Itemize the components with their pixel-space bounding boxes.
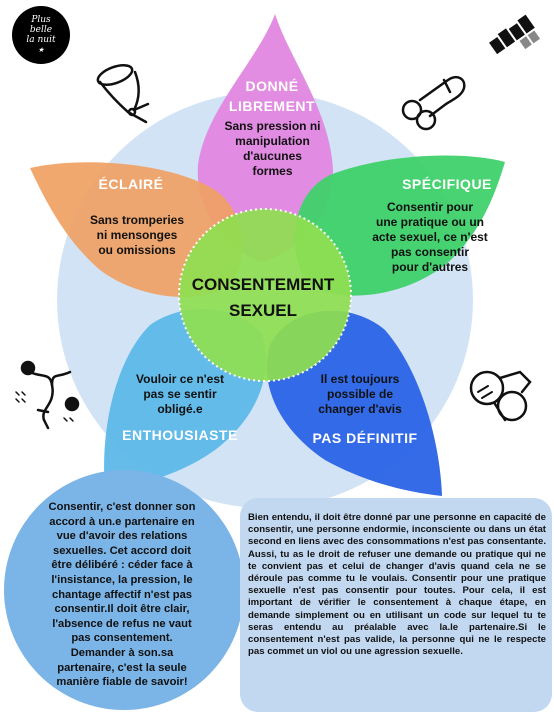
speculum-icon xyxy=(96,64,150,124)
text-line: accord à un.e partenaire en xyxy=(49,515,195,528)
text-line: manipulation xyxy=(235,134,310,148)
center-circle xyxy=(179,209,351,381)
text-line: vue d'avoir des relations xyxy=(56,530,188,543)
logo-line-2: belle xyxy=(29,25,53,35)
title-pas-definitif: PAS DÉFINITIF xyxy=(312,430,418,446)
text-line: acte sexuel, ce n'est xyxy=(372,230,488,244)
text-line: chantage affectif n'est pas xyxy=(51,588,193,601)
bottom-left-text: Consentir, c'est donner son accord à un.… xyxy=(22,500,222,690)
vibrator-icon xyxy=(401,76,466,131)
text-pas-definitif: Il est toujours possible de changer d'av… xyxy=(300,372,420,417)
text-eclaire: Sans tromperies ni mensonges ou omission… xyxy=(72,213,202,258)
text-line: formes xyxy=(252,164,293,178)
title-specifique: SPÉCIFIQUE xyxy=(402,176,492,192)
text-line: pas consentir xyxy=(390,245,470,259)
title-donne-line2: LIBREMENT xyxy=(228,98,316,114)
handcuffs-icon xyxy=(469,370,532,422)
bottom-right-text: Bien entendu, il doit être donné par une… xyxy=(248,512,546,658)
bus31-logo-mark xyxy=(489,14,541,55)
text-line: Sans pression ni xyxy=(224,119,321,133)
text-line: être délibéré : céder face à xyxy=(51,559,193,572)
logo-bus31 xyxy=(488,12,546,66)
text-line: pas se sentir xyxy=(143,387,217,401)
text-line: pas consentement. xyxy=(71,632,173,645)
text-line: changer d'avis xyxy=(318,402,402,416)
text-line: une pratique ou un xyxy=(376,215,484,229)
text-line: manière fiable de savoir! xyxy=(56,676,188,689)
center-title: CONSENTEMENT SEXUEL xyxy=(178,272,348,324)
logo-line-1: Plus xyxy=(31,15,51,25)
logo-star: ★ xyxy=(37,46,45,54)
petal-specifique xyxy=(294,155,505,296)
title-donne-line1: DONNÉ xyxy=(245,78,299,94)
text-line: Il est toujours xyxy=(320,372,400,386)
text-line: possible de xyxy=(326,387,394,401)
bottom-right-panel xyxy=(240,498,552,712)
text-line: ni mensonges xyxy=(96,228,178,242)
text-line: consentir.Il doit être clair, xyxy=(54,603,190,616)
center-title-line2: SEXUEL xyxy=(228,301,298,320)
bottom-left-bubble xyxy=(4,470,244,710)
text-line: pour d'autres xyxy=(391,260,469,274)
text-line: ou omissions xyxy=(98,243,176,257)
logo-plus-belle-la-nuit: Plus belle la nuit ★ xyxy=(12,6,70,64)
title-eclaire: ÉCLAIRÉ xyxy=(98,176,164,192)
text-line: Vouloir ce n'est xyxy=(136,372,224,386)
text-enthousiaste: Vouloir ce n'est pas se sentir obligé.e xyxy=(115,372,245,417)
text-line: d'aucunes xyxy=(243,149,302,163)
text-line: Consentir, c'est donner son xyxy=(48,501,196,513)
text-donne-librement: Sans pression ni manipulation d'aucunes … xyxy=(205,119,340,179)
text-line: Sans tromperies xyxy=(89,213,185,227)
title-enthousiaste: ENTHOUSIASTE xyxy=(122,427,238,443)
center-title-line1: CONSENTEMENT xyxy=(191,275,335,294)
text-line: partenaire, c'est la seule xyxy=(57,661,187,674)
center-dotted-ring xyxy=(178,208,352,382)
text-line: obligé.e xyxy=(157,402,203,416)
title-donne-librement: DONNÉ LIBREMENT xyxy=(222,76,322,116)
text-line: l'insistance, la pression, le xyxy=(51,573,193,586)
text-line: l'absence de refus ne vaut xyxy=(52,617,192,630)
uterus-icon xyxy=(15,360,80,430)
logo-line-3: la nuit xyxy=(26,35,56,45)
text-line: Demander à son.sa xyxy=(70,646,174,659)
text-line: Consentir pour xyxy=(387,200,473,214)
petal-donne-librement xyxy=(197,14,333,262)
text-specifique: Consentir pour une pratique ou un acte s… xyxy=(355,200,505,275)
text-line: sexuelles. Cet accord doit xyxy=(52,544,192,557)
